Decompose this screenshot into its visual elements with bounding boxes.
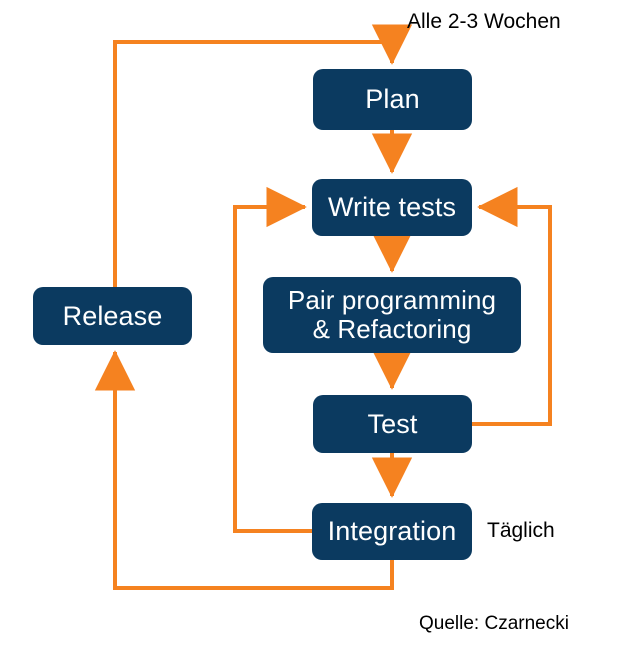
node-write-tests[interactable]: Write tests [312, 179, 472, 236]
node-plan-label: Plan [365, 84, 420, 115]
edge-integration-to-write-tests [233, 186, 312, 533]
node-plan[interactable]: Plan [313, 69, 472, 130]
node-release-label: Release [62, 300, 163, 331]
edge-test-to-write-tests [472, 186, 552, 426]
node-test-label: Test [367, 408, 418, 439]
edge-release-to-plan [113, 24, 413, 287]
node-write-tests-label: Write tests [327, 192, 457, 223]
node-pair-programming-refactoring-label: Pair programming & Refactoring [287, 284, 497, 344]
node-test[interactable]: Test [313, 395, 472, 453]
node-integration[interactable]: Integration [312, 503, 472, 560]
node-integration-label: Integration [327, 516, 457, 547]
label-release-cadence: Alle 2-3 Wochen [407, 10, 561, 33]
label-source-attribution: Quelle: Czarnecki [419, 613, 569, 634]
label-integration-cadence: Täglich [487, 519, 555, 542]
node-pair-programming-refactoring[interactable]: Pair programming & Refactoring [263, 277, 521, 353]
edge-integration-to-release [94, 350, 394, 590]
node-release[interactable]: Release [33, 287, 192, 345]
